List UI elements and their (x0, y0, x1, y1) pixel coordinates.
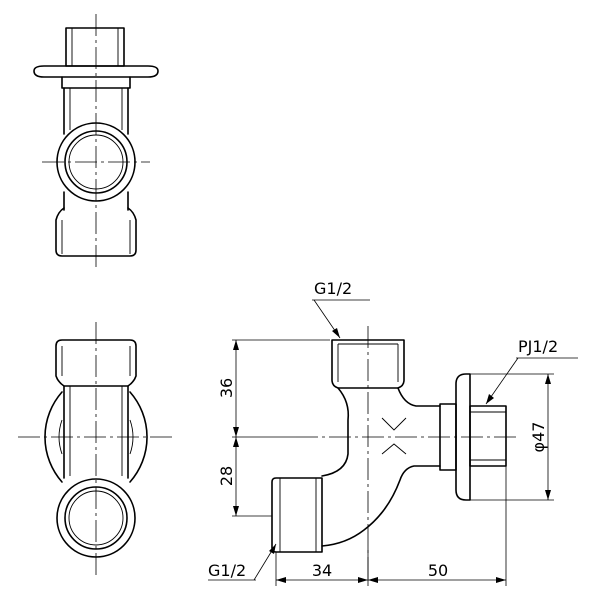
dim-horizontal-offset: 34 (312, 561, 332, 580)
bottom-port-label: G1/2 (208, 561, 246, 580)
dim-upper-height: 36 (217, 378, 236, 398)
side-view (18, 322, 174, 578)
detail-view (208, 299, 578, 586)
dim-flange-diameter: φ47 (529, 422, 548, 453)
top-port-label: G1/2 (314, 279, 352, 298)
front-view (33, 14, 159, 268)
side-port-label: PJ1/2 (518, 337, 558, 356)
dim-horizontal-length: 50 (428, 561, 448, 580)
dim-lower-height: 28 (217, 466, 236, 486)
